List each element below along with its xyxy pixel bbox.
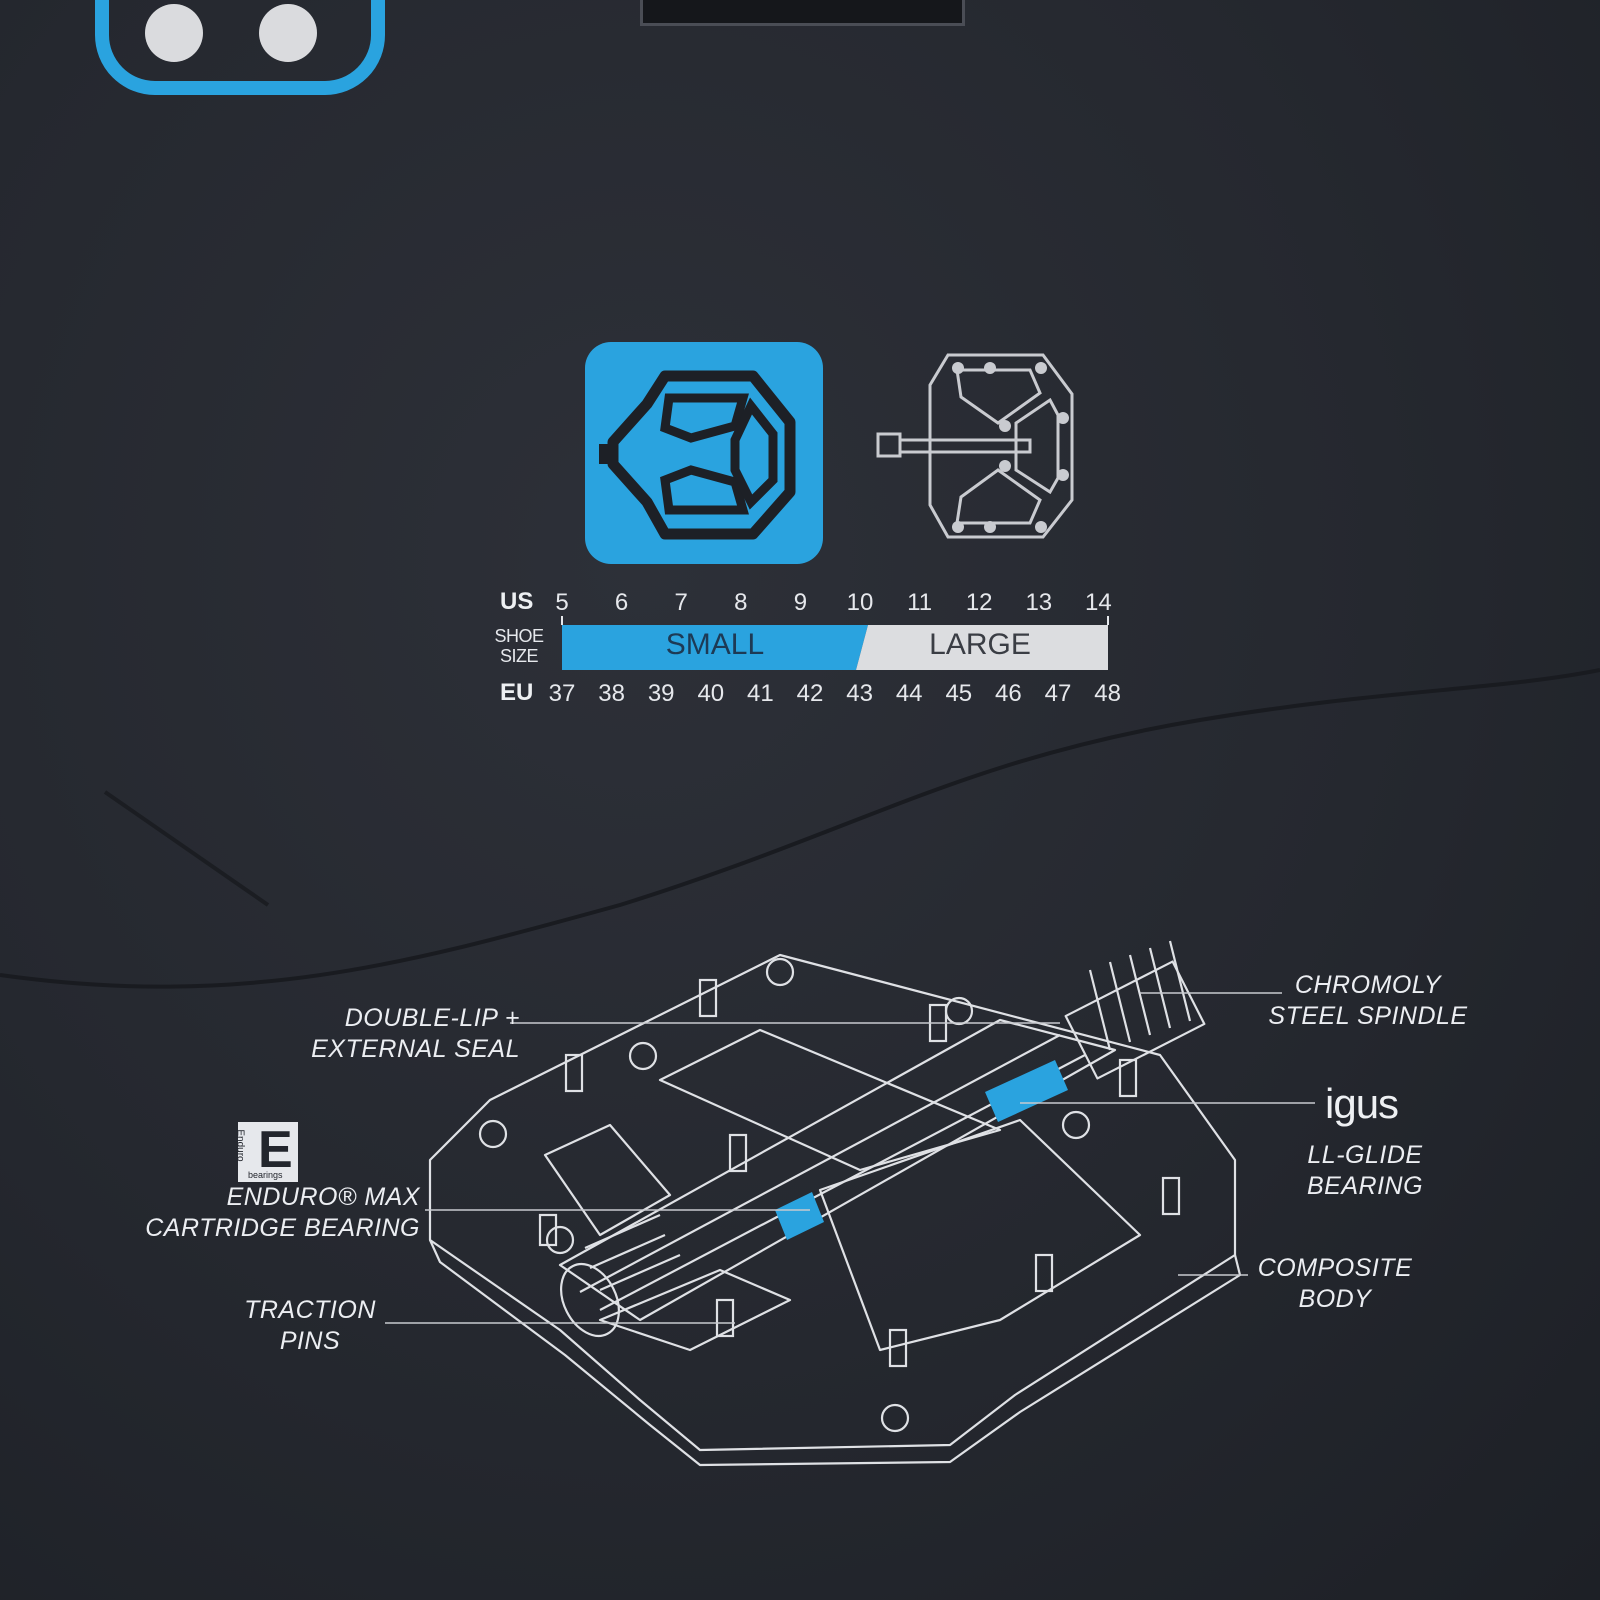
pins-callout: TRACTION PINS — [235, 1295, 385, 1357]
eu-size-41: 41 — [747, 680, 774, 707]
us-size-10: 10 — [846, 589, 874, 616]
us-size-14: 14 — [1085, 589, 1112, 616]
seal-callout-line1: DOUBLE-LIP + — [344, 1004, 520, 1032]
us-size-9: 9 — [793, 589, 808, 616]
eu-size-45: 45 — [945, 680, 973, 707]
us-size-11: 11 — [907, 589, 933, 616]
us-size-12: 12 — [965, 589, 993, 616]
igus-callout-line2: BEARING — [1306, 1172, 1424, 1200]
enduro-callout-line2: CARTRIDGE BEARING — [145, 1214, 420, 1242]
enduro-logo-word: Enduro — [234, 1129, 246, 1162]
igus-bushing-highlight — [985, 1060, 1068, 1122]
eu-size-44: 44 — [895, 680, 923, 707]
small-pedal-icon — [585, 342, 823, 564]
shoe-size-label-line2: SIZE — [499, 646, 539, 666]
igus-logo: igus — [1325, 1080, 1399, 1127]
eu-size-39: 39 — [647, 680, 675, 707]
seal-callout: DOUBLE-LIP + EXTERNAL SEAL — [290, 1003, 520, 1065]
small-pedal-outline — [599, 370, 796, 540]
shoe-size-label-line1: SHOE — [494, 626, 544, 646]
body-callout-line2: BODY — [1298, 1285, 1372, 1313]
eu-size-42: 42 — [796, 680, 824, 707]
eu-size-46: 46 — [995, 680, 1022, 707]
small-size-band — [562, 625, 868, 670]
spindle-callout-line2: STEEL SPINDLE — [1268, 1002, 1468, 1030]
large-size-label: LARGE — [929, 628, 1031, 661]
eu-size-47: 47 — [1044, 680, 1072, 707]
brand-logo-dot-left — [145, 4, 203, 62]
eu-label: EU — [500, 679, 534, 706]
us-size-7: 7 — [674, 589, 688, 616]
spindle-callout-line1: CHROMOLY — [1294, 971, 1442, 999]
pins-callout-line1: TRACTION — [244, 1296, 376, 1324]
us-label: US — [500, 588, 534, 615]
eu-size-40: 40 — [697, 680, 725, 707]
pins-callout-line2: PINS — [279, 1327, 341, 1355]
igus-callout: LL-GLIDE BEARING — [1295, 1140, 1435, 1202]
enduro-bearing-highlight — [775, 1192, 824, 1240]
large-size-band — [856, 625, 1108, 670]
eu-size-38: 38 — [598, 680, 625, 707]
enduro-callout: ENDURO® MAX CARTRIDGE BEARING — [120, 1182, 420, 1244]
spindle-callout: CHROMOLY STEEL SPINDLE — [1258, 970, 1478, 1032]
us-size-13: 13 — [1025, 589, 1053, 616]
seal-callout-line2: EXTERNAL SEAL — [311, 1035, 520, 1063]
eu-size-48: 48 — [1094, 680, 1121, 707]
igus-callout-line1: LL-GLIDE — [1307, 1141, 1423, 1169]
eu-size-43: 43 — [846, 680, 873, 707]
enduro-callout-line1: ENDURO® MAX — [226, 1183, 420, 1211]
enduro-logo-letter: E — [258, 1121, 293, 1179]
body-callout: COMPOSITE BODY — [1250, 1253, 1420, 1315]
small-size-label: SMALL — [665, 628, 765, 661]
enduro-logo: E Enduro bearings — [234, 1121, 298, 1182]
hang-slot — [640, 0, 965, 26]
us-size-8: 8 — [734, 589, 748, 616]
us-size-5: 5 — [555, 589, 569, 616]
us-size-6: 6 — [614, 589, 629, 616]
eu-size-37: 37 — [548, 680, 576, 707]
body-callout-line1: COMPOSITE — [1257, 1254, 1413, 1282]
enduro-logo-sub: bearings — [248, 1170, 283, 1180]
shoe-size-label: SHOE SIZE — [488, 626, 550, 666]
brand-logo-dot-right — [259, 4, 317, 62]
